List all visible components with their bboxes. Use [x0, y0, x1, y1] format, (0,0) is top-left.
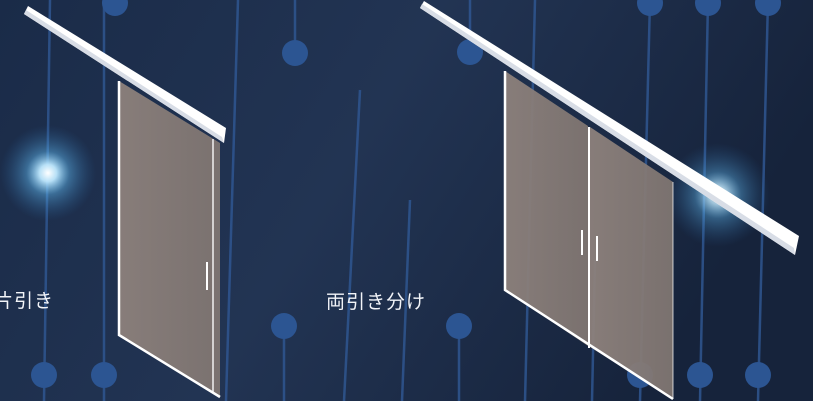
circuit-nodes — [31, 0, 781, 388]
glass-panel-left — [505, 71, 588, 346]
single-sliding-door-illustration — [24, 6, 226, 399]
double-sliding-door-illustration — [420, 1, 799, 401]
light-glow-left — [0, 125, 96, 221]
glass-panel-right — [590, 127, 673, 399]
double-sliding-label: 両引き分け — [326, 291, 427, 313]
single-sliding-label: 片引き — [0, 290, 55, 312]
glass-panel — [119, 81, 220, 397]
